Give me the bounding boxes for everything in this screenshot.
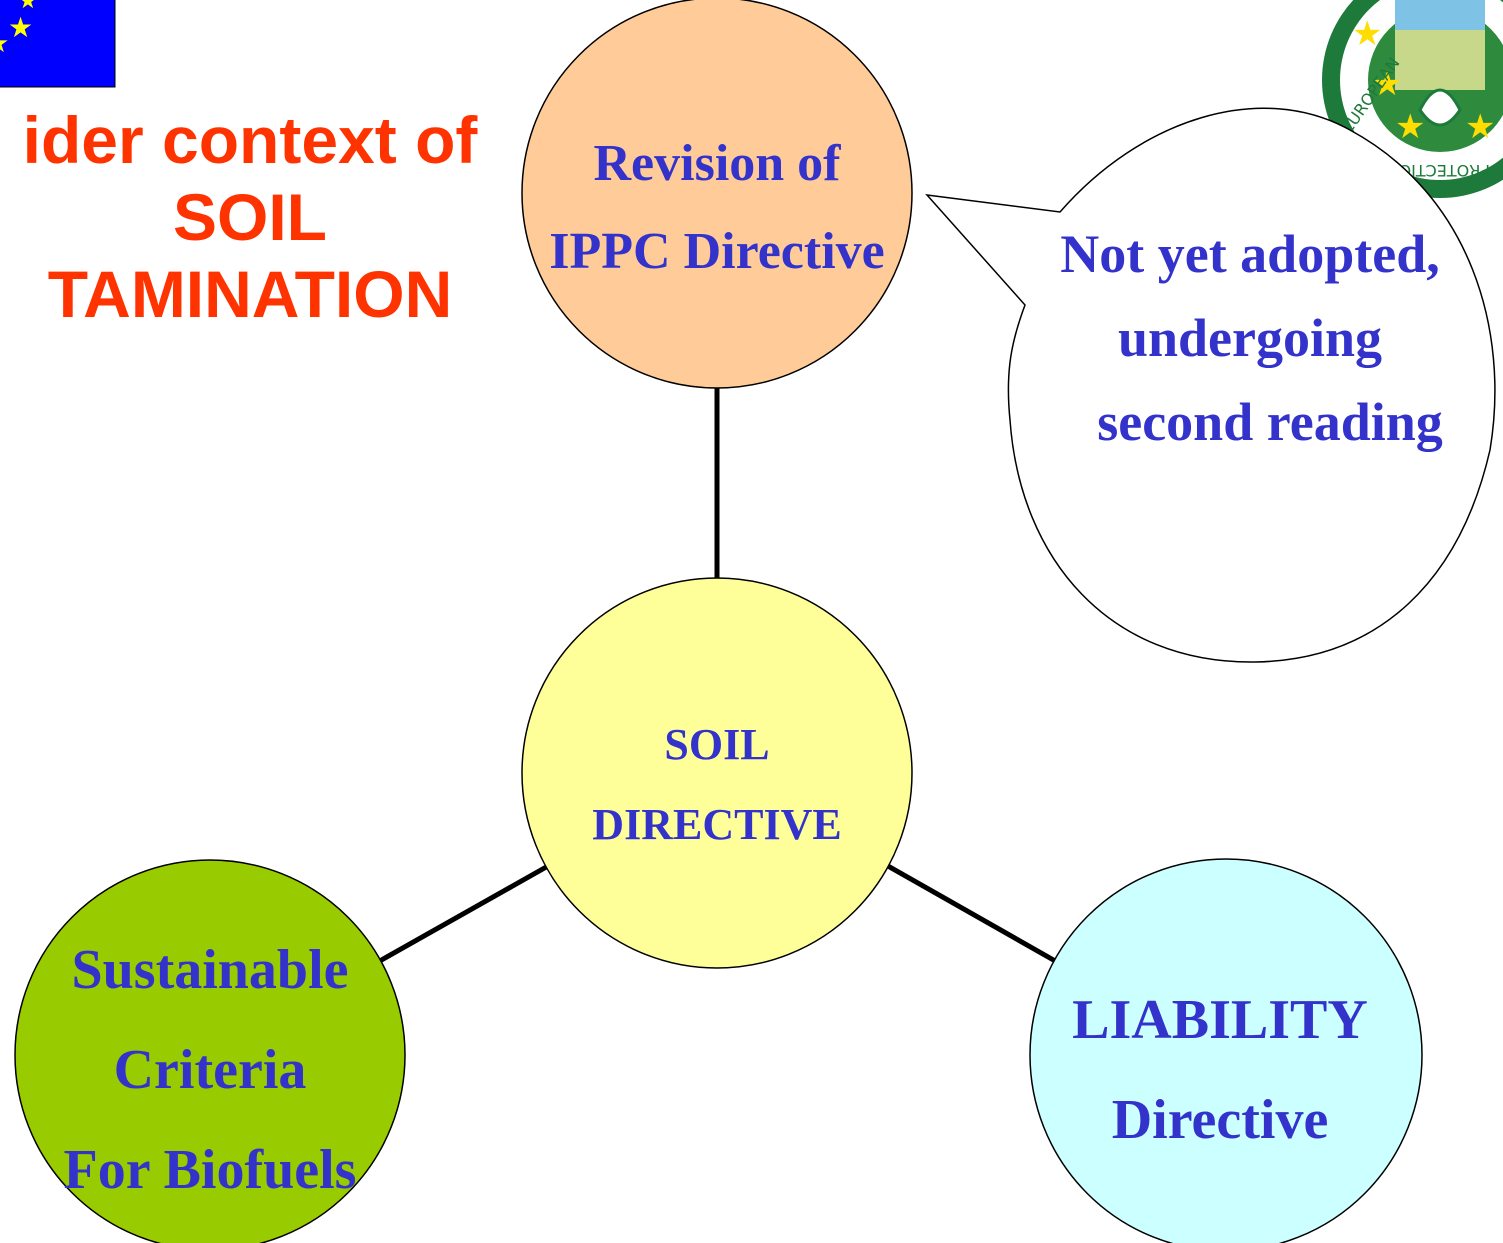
slide-title: ider context of SOIL TAMINATION	[0, 102, 540, 333]
node-center-line-1: SOIL	[664, 720, 770, 769]
callout-bubble	[925, 107, 1496, 663]
node-left-label: Sustainable Criteria For Biofuels	[0, 920, 420, 1220]
connector-right	[886, 863, 1059, 965]
svg-text:★: ★	[1372, 64, 1402, 104]
callout-line-2: undergoing	[1117, 308, 1383, 368]
callout-text: Not yet adopted, undergoing second readi…	[1000, 212, 1500, 464]
title-line-3: TAMINATION	[47, 257, 453, 331]
node-top-label: Revision of IPPC Directive	[487, 120, 947, 296]
callout-line-1: Not yet adopted,	[1060, 224, 1440, 284]
node-center-line-2: DIRECTIVE	[592, 800, 842, 849]
connector-left	[376, 863, 550, 965]
svg-text:★: ★	[1352, 14, 1382, 54]
node-center-label: SOIL DIRECTIVE	[517, 705, 917, 865]
svg-text:PROTECTION: PROTECTION	[1387, 161, 1490, 180]
node-left-line-3: For Biofuels	[63, 1139, 357, 1201]
node-right-circle	[1029, 858, 1423, 1243]
node-left-line-1: Sustainable	[71, 939, 349, 1001]
svg-text:★: ★	[1465, 107, 1495, 147]
eu-flag-icon: ★ ★ ★	[0, 0, 116, 88]
node-top-line-2: IPPC Directive	[549, 223, 885, 280]
svg-text:★: ★	[1395, 107, 1425, 147]
node-right-line-2: Directive	[1111, 1089, 1329, 1151]
node-top-line-1: Revision of	[593, 135, 841, 192]
title-line-1: ider context of	[22, 103, 478, 177]
title-line-2: SOIL	[172, 180, 327, 254]
svg-text:★: ★	[18, 0, 38, 14]
node-top-circle	[521, 0, 913, 389]
svg-text:★: ★	[8, 11, 33, 44]
node-center-circle	[521, 577, 913, 969]
node-right-label: LIABILITY Directive	[1020, 970, 1420, 1170]
svg-text:★: ★	[0, 29, 9, 59]
node-left-circle	[14, 859, 406, 1243]
node-left-line-2: Criteria	[113, 1039, 307, 1101]
node-right-line-1: LIABILITY	[1072, 989, 1368, 1051]
callout-line-3: second reading	[1097, 392, 1443, 452]
